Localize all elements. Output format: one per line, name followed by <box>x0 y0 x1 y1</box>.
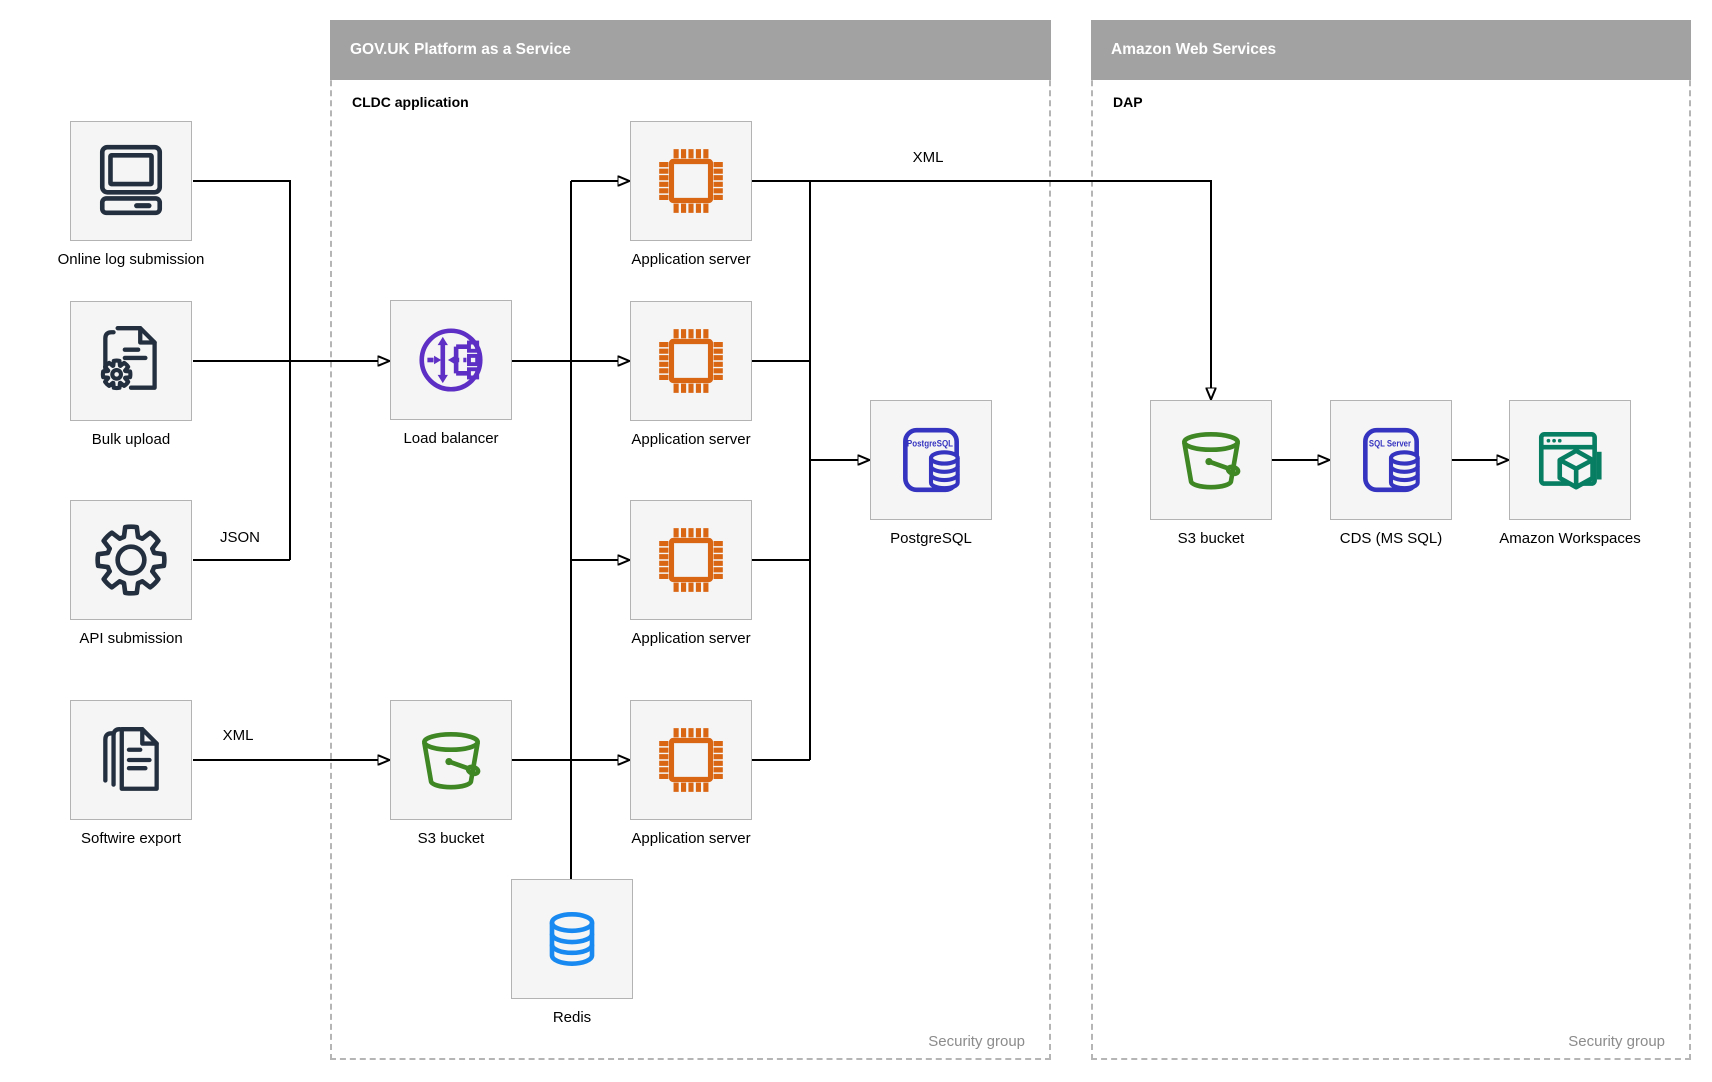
node-application-server-4: Application server <box>630 700 752 847</box>
node-application-server-3: Application server <box>630 500 752 647</box>
application-server-box <box>630 500 752 620</box>
node-label: Application server <box>631 630 751 647</box>
node-postgresql: PostgreSQL PostgreSQL <box>870 400 992 547</box>
cpu-chip-icon <box>652 142 730 220</box>
load-balancer-icon <box>419 328 483 392</box>
sql-server-icon-text: SQL Server <box>1369 439 1411 449</box>
node-label: Softwire export <box>80 830 182 847</box>
node-redis: Redis <box>511 879 633 1026</box>
region-paas-header: GOV.UK Platform as a Service <box>330 20 1051 80</box>
node-label: API submission <box>79 630 183 647</box>
s3-bucket-icon <box>1172 421 1250 499</box>
node-bulk-upload: Bulk upload <box>70 301 192 448</box>
node-api-submission: API submission <box>70 500 192 647</box>
node-application-server-1: Application server <box>630 121 752 268</box>
node-label: Load balancer <box>403 430 499 447</box>
application-server-box <box>630 700 752 820</box>
region-aws-security-group: Amazon Web Services DAP Security group <box>1091 20 1691 1060</box>
node-label: Bulk upload <box>91 431 171 448</box>
workspaces-browser-cube-icon <box>1538 432 1602 490</box>
node-application-server-2: Application server <box>630 301 752 448</box>
cds-ms-sql-box: SQL Server <box>1330 400 1452 520</box>
amazon-workspaces-box <box>1509 400 1631 520</box>
node-label: Application server <box>631 830 751 847</box>
node-label: S3 bucket <box>1177 530 1245 547</box>
s3-bucket-paas-box <box>390 700 512 820</box>
cpu-chip-icon <box>652 721 730 799</box>
node-online-log-submission: Online log submission <box>58 121 204 268</box>
region-aws-header: Amazon Web Services <box>1091 20 1691 80</box>
desktop-computer-icon <box>99 144 163 216</box>
node-label: Amazon Workspaces <box>1499 530 1641 547</box>
softwire-export-box <box>70 700 192 820</box>
api-submission-box <box>70 500 192 620</box>
postgresql-database-icon: PostgreSQL <box>892 421 970 499</box>
load-balancer-box <box>390 300 512 420</box>
edge-label-xml-softwire: XML <box>222 727 254 744</box>
sql-server-database-icon: SQL Server <box>1352 421 1430 499</box>
node-amazon-workspaces: Amazon Workspaces <box>1499 400 1641 547</box>
redis-database-icon <box>549 912 595 966</box>
node-label: Application server <box>631 431 751 448</box>
node-softwire-export: Softwire export <box>70 700 192 847</box>
node-s3-bucket-paas: S3 bucket <box>390 700 512 847</box>
region-aws-sublabel: DAP <box>1113 94 1143 110</box>
node-label: Redis <box>552 1009 592 1026</box>
region-aws-footer: Security group <box>1568 1033 1665 1050</box>
postgresql-icon-text: PostgreSQL <box>907 439 953 449</box>
documents-stack-icon <box>103 727 159 791</box>
region-paas-security-group: GOV.UK Platform as a Service CLDC applic… <box>330 20 1051 1060</box>
cpu-chip-icon <box>652 322 730 400</box>
edge-onlinelog-merge <box>193 180 291 560</box>
cpu-chip-icon <box>652 521 730 599</box>
node-label: S3 bucket <box>417 830 485 847</box>
node-label: Application server <box>631 251 751 268</box>
s3-bucket-icon <box>412 721 490 799</box>
edge-label-xml-dap: XML <box>912 149 944 166</box>
s3-bucket-aws-box <box>1150 400 1272 520</box>
region-paas-sublabel: CLDC application <box>352 94 469 110</box>
application-server-box <box>630 121 752 241</box>
application-server-box <box>630 301 752 421</box>
redis-box <box>511 879 633 999</box>
node-s3-bucket-aws: S3 bucket <box>1150 400 1272 547</box>
gear-icon <box>95 524 167 596</box>
node-label: Online log submission <box>57 251 205 268</box>
node-load-balancer: Load balancer <box>390 300 512 447</box>
node-cds-ms-sql: SQL Server CDS (MS SQL) <box>1330 400 1452 547</box>
edge-label-json: JSON <box>219 529 261 546</box>
bulk-upload-box <box>70 301 192 421</box>
region-paas-footer: Security group <box>928 1033 1025 1050</box>
online-log-submission-box <box>70 121 192 241</box>
node-label: PostgreSQL <box>890 530 972 547</box>
postgresql-box: PostgreSQL <box>870 400 992 520</box>
node-label: CDS (MS SQL) <box>1339 530 1443 547</box>
document-gear-icon <box>100 326 157 391</box>
